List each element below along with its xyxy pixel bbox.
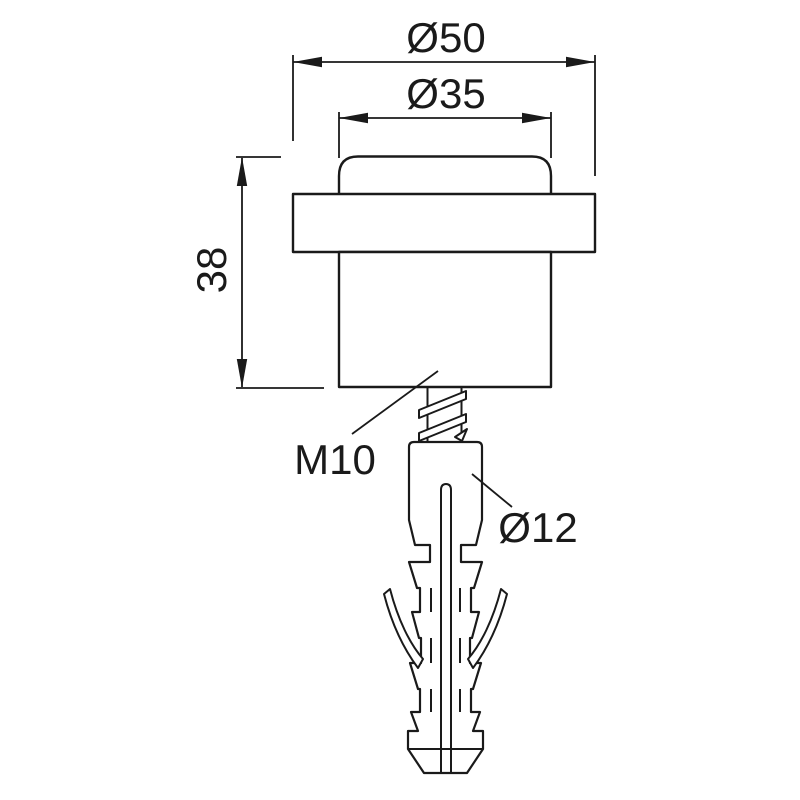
arrowhead-d35-right [522, 112, 551, 124]
thread-turn-lower [418, 413, 467, 442]
dimension-labels: Ø50 Ø35 38 M10 Ø12 [188, 14, 578, 551]
leader-line-d12 [471, 473, 513, 508]
thread-turn-upper [418, 390, 467, 419]
arrowhead-h38-top [236, 157, 248, 186]
dimension-annotations [236, 55, 596, 508]
screw-thread [418, 387, 468, 442]
plug-expansion-slot [440, 483, 452, 773]
anti-rotation-wing-right [467, 588, 508, 669]
cylinder-body [337, 250, 553, 389]
arrowhead-d35-left [339, 112, 368, 124]
rubber-buffer-cap [337, 155, 553, 196]
arrowhead-d50-left [293, 56, 322, 68]
arrowhead-d50-right [566, 56, 595, 68]
mounting-flange [291, 192, 597, 254]
label-buffer-diameter: Ø35 [406, 70, 485, 117]
anti-rotation-wing-left [383, 588, 424, 669]
wall-plug [383, 440, 508, 775]
wall-plug-outline [406, 440, 485, 775]
door-stop-part [291, 155, 597, 389]
label-body-height: 38 [188, 247, 235, 294]
label-thread-size: M10 [294, 436, 376, 483]
label-flange-diameter: Ø50 [406, 14, 485, 61]
label-plug-diameter: Ø12 [498, 504, 577, 551]
leader-line-m10 [351, 370, 439, 435]
thread-tail [454, 428, 468, 442]
arrowhead-h38-bottom [236, 359, 248, 388]
